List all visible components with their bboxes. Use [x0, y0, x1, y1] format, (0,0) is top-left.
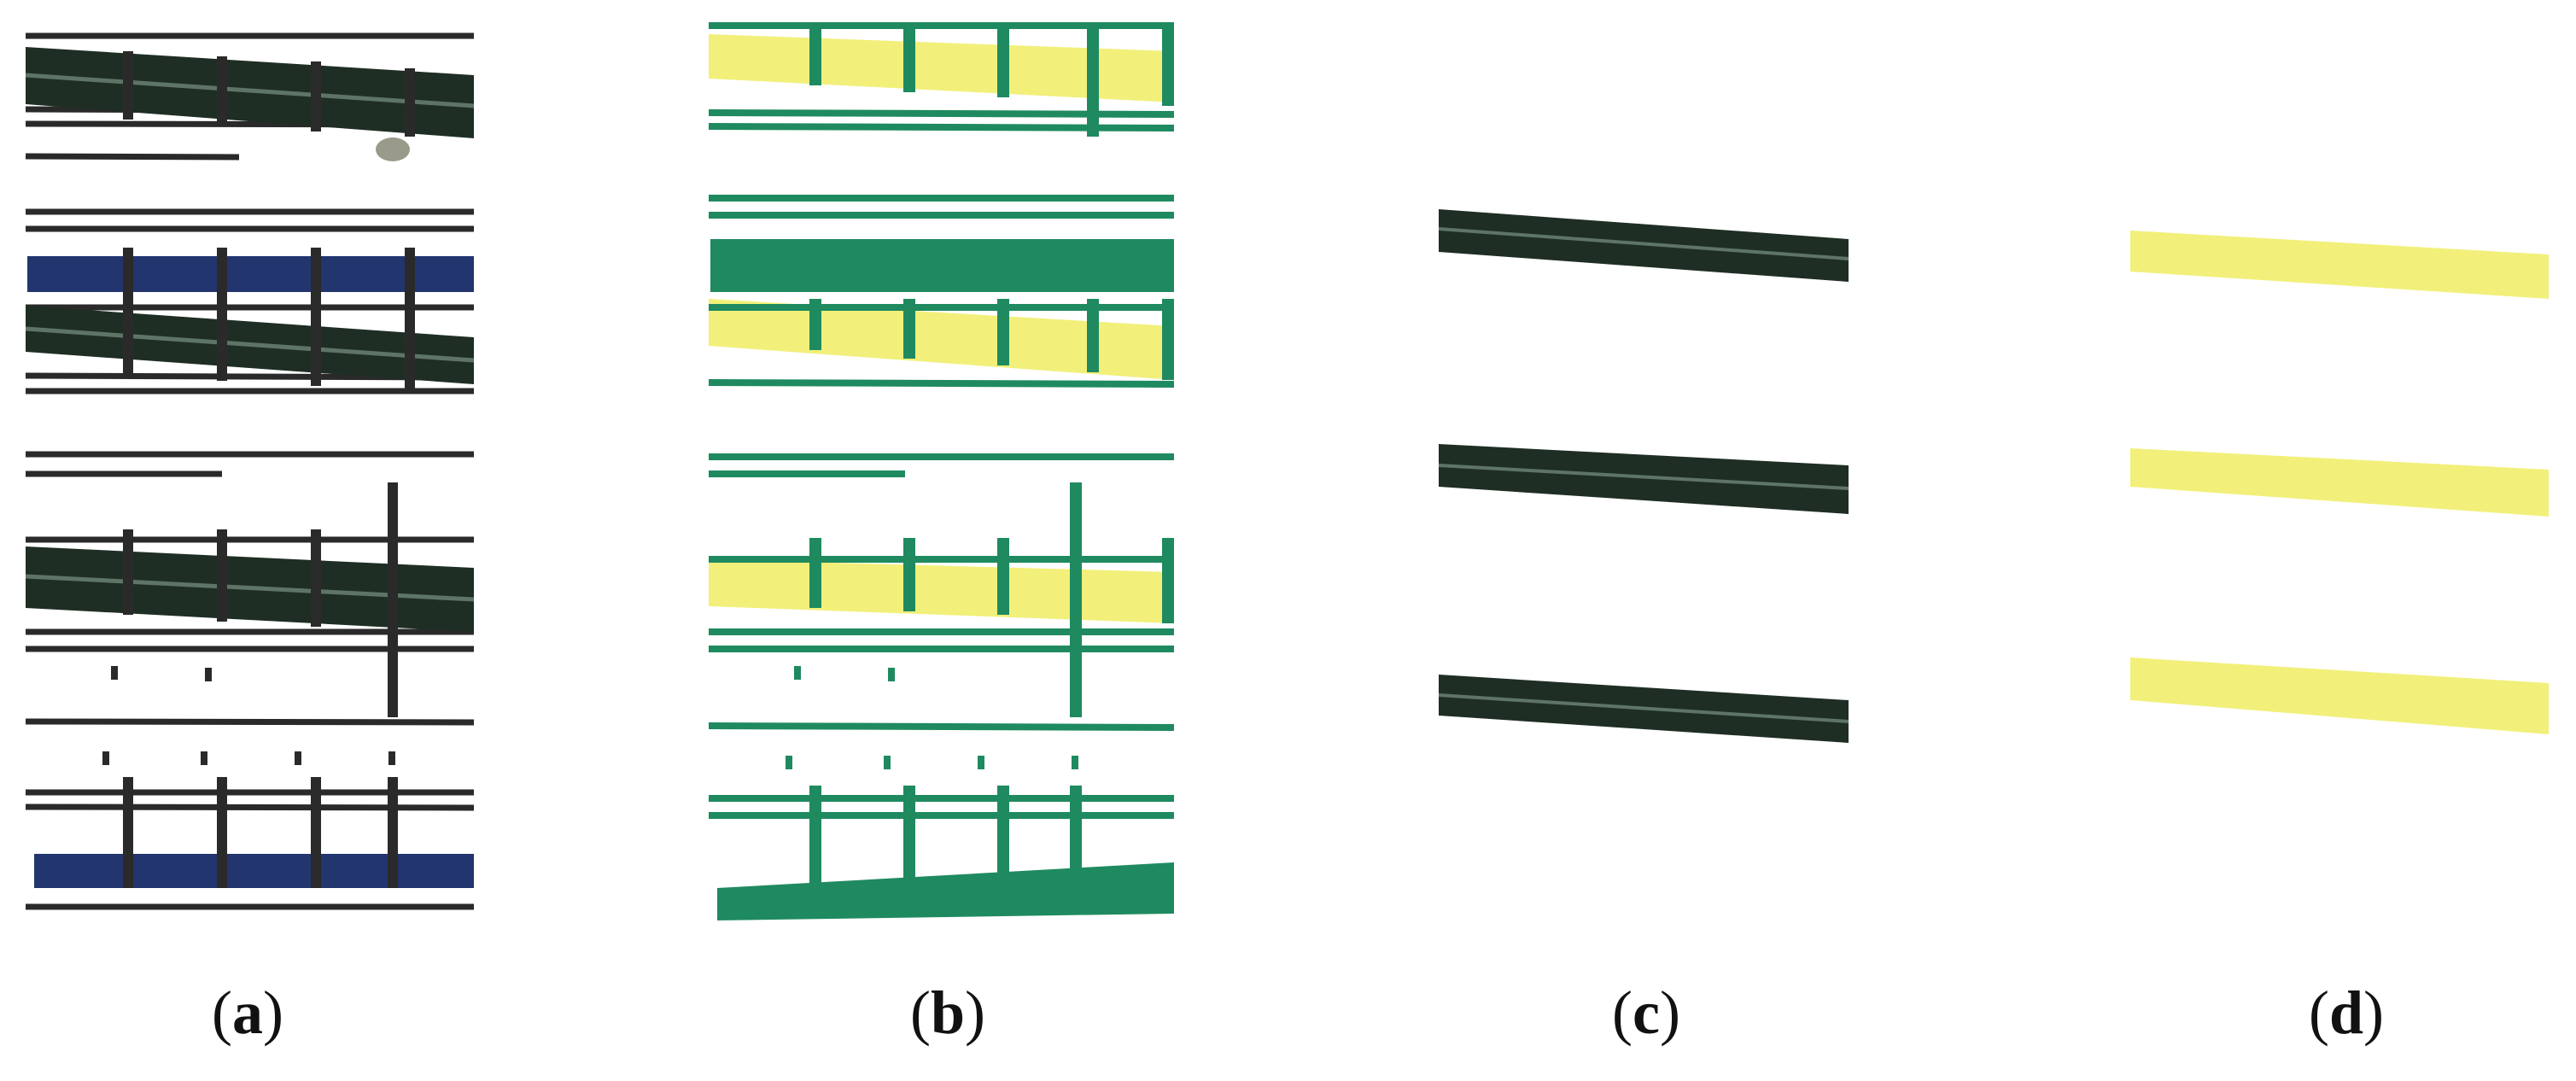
panel-b-green-members	[710, 239, 1174, 920]
caption-open-paren: (	[1612, 979, 1633, 1047]
caption-close-paren: )	[1659, 979, 1680, 1047]
panel-a-point-cloud	[25, 32, 475, 910]
caption-letter: d	[2328, 979, 2364, 1047]
panel-b-yellow-regions	[709, 34, 1174, 623]
panel-d-segmented-rebars	[2130, 231, 2549, 734]
panel-d-caption: (d)	[2261, 982, 2432, 1043]
panel-a-caption: (a)	[162, 982, 333, 1043]
panel-d-rebars	[2130, 231, 2549, 734]
caption-open-paren: (	[212, 979, 232, 1047]
panel-c-extracted-rebars	[1438, 209, 1849, 743]
panel-a-stirrups	[123, 51, 415, 888]
panel-a-sparse-points	[102, 666, 395, 765]
panel-a-sloped-rebars	[25, 47, 475, 632]
caption-close-paren: )	[263, 979, 283, 1047]
panel-a-debris	[376, 137, 410, 161]
panel-a-horizontal-bars	[25, 32, 475, 910]
caption-close-paren: )	[2363, 979, 2384, 1047]
panel-b-sparse-points	[786, 666, 1078, 769]
caption-letter: c	[1633, 979, 1660, 1047]
panel-b-stirrups	[809, 26, 1174, 897]
panel-b-horizontal-bars	[708, 22, 1175, 819]
caption-letter: b	[930, 979, 966, 1047]
panel-c-caption: (c)	[1561, 982, 1732, 1043]
caption-open-paren: (	[2308, 979, 2329, 1047]
panel-b-segmentation	[708, 22, 1175, 920]
caption-open-paren: (	[909, 979, 931, 1047]
caption-letter: a	[232, 979, 263, 1047]
panel-c-rebars	[1438, 209, 1849, 743]
panel-b-caption: (b)	[862, 982, 1033, 1043]
panel-a-blue-members	[27, 256, 474, 888]
caption-close-paren: )	[965, 979, 985, 1047]
